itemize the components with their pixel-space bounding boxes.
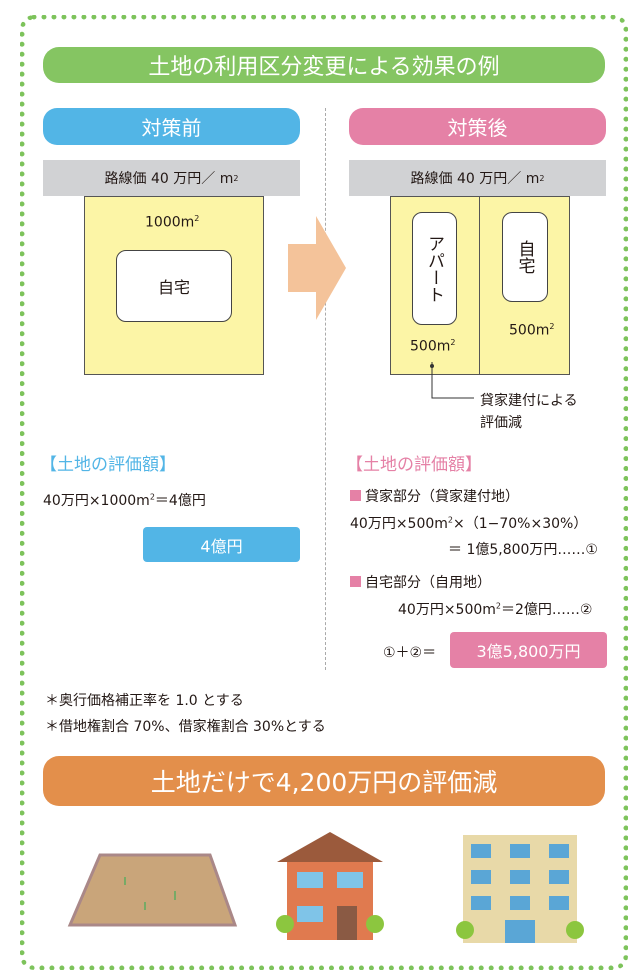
- house-box: 自宅: [116, 250, 232, 322]
- area-apartment: 500m2: [410, 338, 456, 355]
- pink-square-icon: [350, 490, 361, 501]
- pink-square-icon: [350, 576, 361, 587]
- apartment-box: アパート: [412, 212, 457, 325]
- before-heading: 【土地の評価額】: [40, 455, 176, 475]
- vacant-land-illustration: [67, 853, 238, 927]
- pointer-line: [430, 362, 474, 399]
- home-formula: 40万円×500m2＝2億円……②: [398, 601, 593, 618]
- before-formula: 40万円×1000m2＝4億円: [43, 492, 206, 509]
- after-heading: 【土地の評価額】: [346, 455, 482, 475]
- area-before: 1000m2: [145, 214, 200, 231]
- house-illustration: [276, 832, 384, 940]
- after-result: 3億5,800万円: [450, 632, 607, 668]
- sum-label: ①＋②＝: [383, 645, 437, 661]
- home-label: 自宅部分（自用地）: [350, 572, 491, 592]
- apartment-illustration: [456, 835, 584, 943]
- after-label: 対策後: [349, 108, 606, 145]
- area-house: 500m2: [509, 322, 555, 339]
- note-1: ＊奥行価格補正率を 1.0 とする: [45, 693, 244, 709]
- summary-banner: 土地だけで4,200万円の評価減: [43, 756, 605, 806]
- note-line1: 貸家建付による: [480, 393, 578, 409]
- arrow-right-icon: [288, 216, 346, 320]
- divider: [325, 108, 326, 670]
- note-2: ＊借地権割合 70%、借家権割合 30%とする: [45, 719, 326, 735]
- before-result: 4億円: [143, 527, 300, 562]
- rental-label: 貸家部分（貸家建付地）: [350, 486, 519, 506]
- page-title: 土地の利用区分変更による効果の例: [43, 47, 605, 83]
- note-line2: 評価減: [480, 415, 522, 431]
- dotted-frame: [20, 15, 628, 970]
- house-box-after: 自宅: [502, 212, 548, 302]
- rental-result: ＝ 1億5,800万円……①: [448, 542, 598, 558]
- land-plot-before: [84, 196, 264, 375]
- rental-formula: 40万円×500m2×（1−70%×30%）: [350, 515, 588, 532]
- before-label: 対策前: [43, 108, 300, 145]
